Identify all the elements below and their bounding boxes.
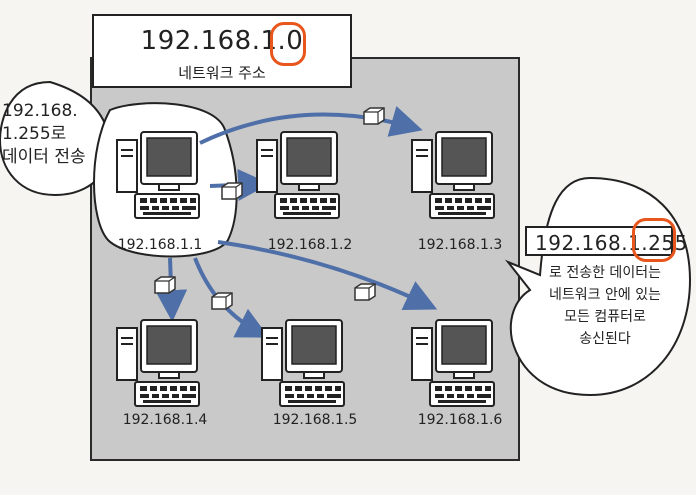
- sender-note-line-1: 192.168.: [2, 101, 78, 121]
- ip-label-3: 192.168.1.3: [417, 237, 503, 253]
- broadcast-address: 192.168.1.255: [535, 231, 688, 255]
- computer-icon: [116, 131, 200, 219]
- network-suffix-highlight: [270, 22, 306, 66]
- packet-icon: [211, 292, 233, 310]
- computer-icon: [411, 319, 495, 407]
- computer-1: [115, 130, 205, 234]
- ip-label-6: 192.168.1.6: [417, 412, 503, 428]
- broadcast-arrow-1: [199, 106, 423, 145]
- ip-label-5: 192.168.1.5: [272, 412, 358, 428]
- broadcast-note-line-3: 모든 컴퓨터로: [564, 309, 646, 325]
- packet-icon: [154, 276, 176, 294]
- packet-icon: [221, 182, 243, 200]
- computer-6: [410, 318, 500, 422]
- computer-icon: [261, 319, 345, 407]
- broadcast-suffix-highlight: [632, 218, 676, 262]
- network-address-card: 192.168.1.0 네트워크 주소: [92, 14, 352, 88]
- computer-5: [260, 318, 350, 422]
- broadcast-note-line-4: 송신된다: [579, 331, 631, 347]
- broadcast-note-line-1: 로 전송한 데이터는: [549, 265, 661, 281]
- broadcast-note: 로 전송한 데이터는 네트워크 안에 있는 모든 컴퓨터로 송신된다: [520, 262, 690, 350]
- ip-label-1: 192.168.1.1: [117, 237, 203, 253]
- network-address-caption: 네트워크 주소: [178, 64, 266, 82]
- packet-icon: [363, 107, 385, 125]
- packet-icon: [354, 283, 376, 301]
- sender-note-line-3: 데이터 전송: [2, 147, 86, 167]
- computer-2: [255, 130, 345, 234]
- sender-note: 192.168. 1.255로 데이터 전송: [2, 100, 98, 169]
- sender-note-line-2: 1.255로: [2, 124, 67, 144]
- computer-3: [410, 130, 500, 234]
- broadcast-address-box: 192.168.1.255: [525, 226, 687, 256]
- computer-icon: [116, 319, 200, 407]
- ip-label-4: 192.168.1.4: [122, 412, 208, 428]
- broadcast-arrow-3: [217, 240, 438, 311]
- broadcast-note-line-2: 네트워크 안에 있는: [549, 287, 661, 303]
- ip-label-2: 192.168.1.2: [267, 237, 353, 253]
- computer-4: [115, 318, 205, 422]
- computer-icon: [256, 131, 340, 219]
- computer-icon: [411, 131, 495, 219]
